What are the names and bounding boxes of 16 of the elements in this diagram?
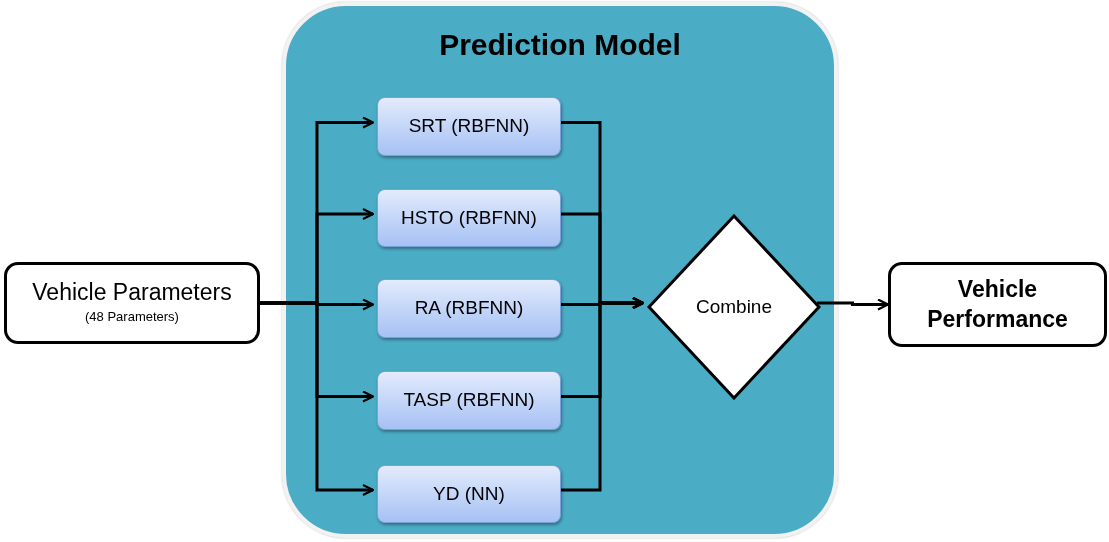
decision-diamond xyxy=(647,214,821,400)
node-label: Vehicle Performance xyxy=(926,274,1069,334)
terminal-box xyxy=(4,262,260,344)
process-box: HSTO (RBFNN) xyxy=(377,189,561,247)
node-label: Vehicle Parameters xyxy=(32,279,232,308)
terminal-box xyxy=(888,262,1107,347)
model-panel xyxy=(282,2,838,538)
process-box: RA (RBFNN) xyxy=(377,279,561,338)
process-box: SRT (RBFNN) xyxy=(377,97,561,156)
process-box: TASP (RBFNN) xyxy=(377,371,561,430)
node-sublabel: (48 Parameters) xyxy=(85,308,179,327)
panel-title: Prediction Model xyxy=(438,27,682,63)
arrow xyxy=(817,298,890,311)
node-label: Combine xyxy=(695,294,772,319)
arrow xyxy=(260,301,375,497)
process-box: YD (NN) xyxy=(377,465,561,523)
